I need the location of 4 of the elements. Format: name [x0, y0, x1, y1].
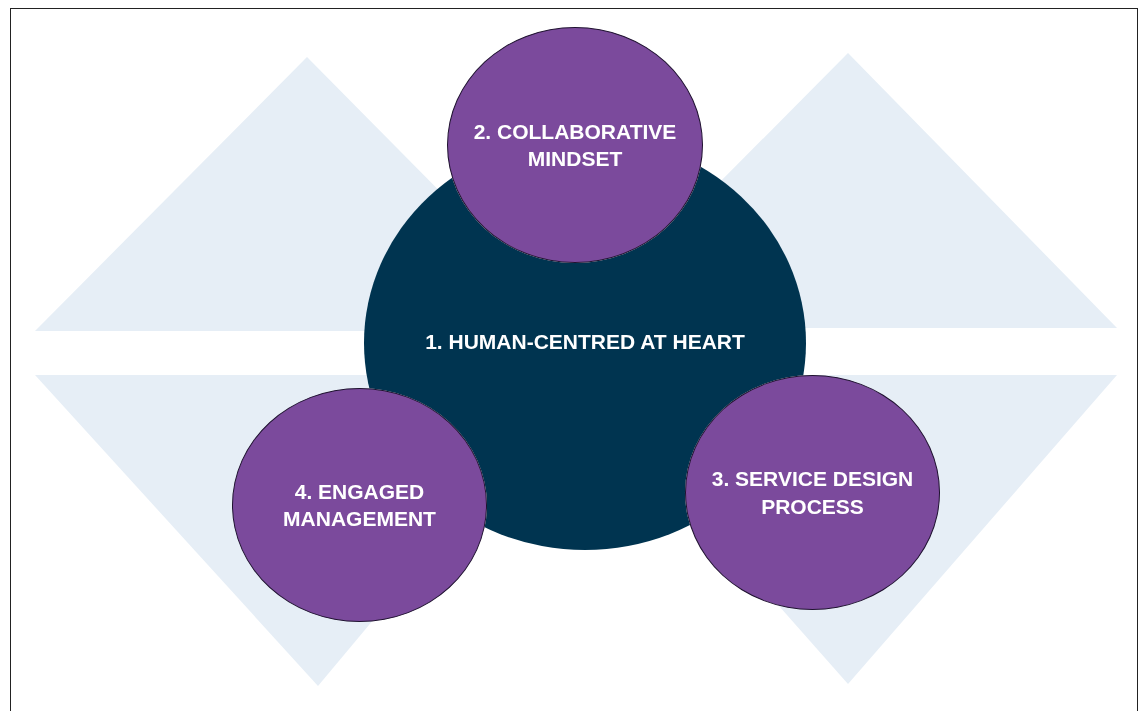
circle-label: 3. SERVICE DESIGN PROCESS — [710, 466, 915, 520]
circle-label: 1. HUMAN-CENTRED AT HEART — [425, 329, 745, 356]
circle-label: 4. ENGAGED MANAGEMENT — [282, 478, 437, 532]
circle-label: 2. COLLABORATIVE MINDSET — [472, 118, 678, 172]
